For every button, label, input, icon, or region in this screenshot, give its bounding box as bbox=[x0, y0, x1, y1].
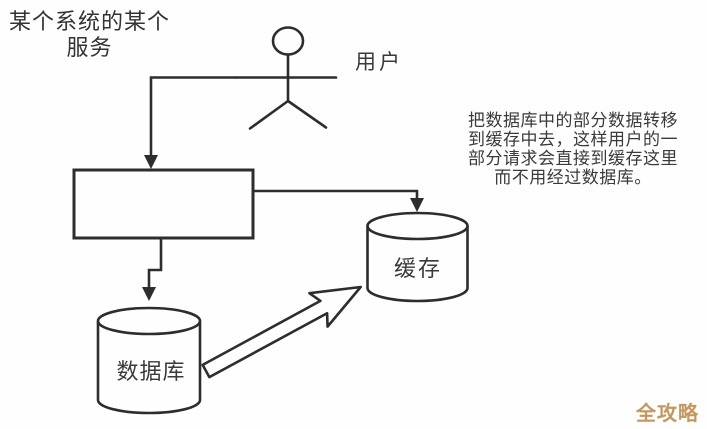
database-cylinder-icon bbox=[96, 306, 202, 415]
connector-service-to-database bbox=[142, 238, 163, 301]
annotation-line: 部分请求会直接到缓存这里 bbox=[468, 149, 678, 168]
database-label: 数据库 bbox=[116, 359, 186, 384]
user-actor-icon bbox=[235, 26, 338, 130]
service-box bbox=[72, 168, 255, 240]
bulk-transfer-arrow-icon bbox=[201, 285, 362, 379]
user-label: 用户 bbox=[355, 51, 403, 74]
cache-label: 缓存 bbox=[393, 256, 442, 281]
arrowhead-service-to-cache bbox=[410, 198, 424, 212]
arrowhead-user-to-service bbox=[144, 155, 158, 169]
service-label-line2: 服务 bbox=[66, 35, 113, 60]
connector-service-to-cache bbox=[253, 189, 424, 212]
annotation-line: 而不用经过数据库。 bbox=[494, 168, 652, 187]
annotation-line: 把数据库中的部分数据转移 bbox=[468, 111, 678, 130]
watermark: 全攻略 bbox=[636, 403, 699, 425]
connector-user-to-service bbox=[144, 76, 237, 169]
arrowhead-service-to-database bbox=[142, 287, 156, 301]
annotation-line: 到缓存中去，这样用户的一 bbox=[468, 130, 678, 149]
service-label-line1: 某个系统的某个 bbox=[8, 9, 170, 34]
service-label: 某个系统的某个 服务 bbox=[0, 0, 179, 68]
cache-cylinder-icon bbox=[366, 211, 469, 303]
annotation-text: 把数据库中的部分数据转移 到缓存中去，这样用户的一 部分请求会直接到缓存这里 而… bbox=[456, 111, 690, 187]
